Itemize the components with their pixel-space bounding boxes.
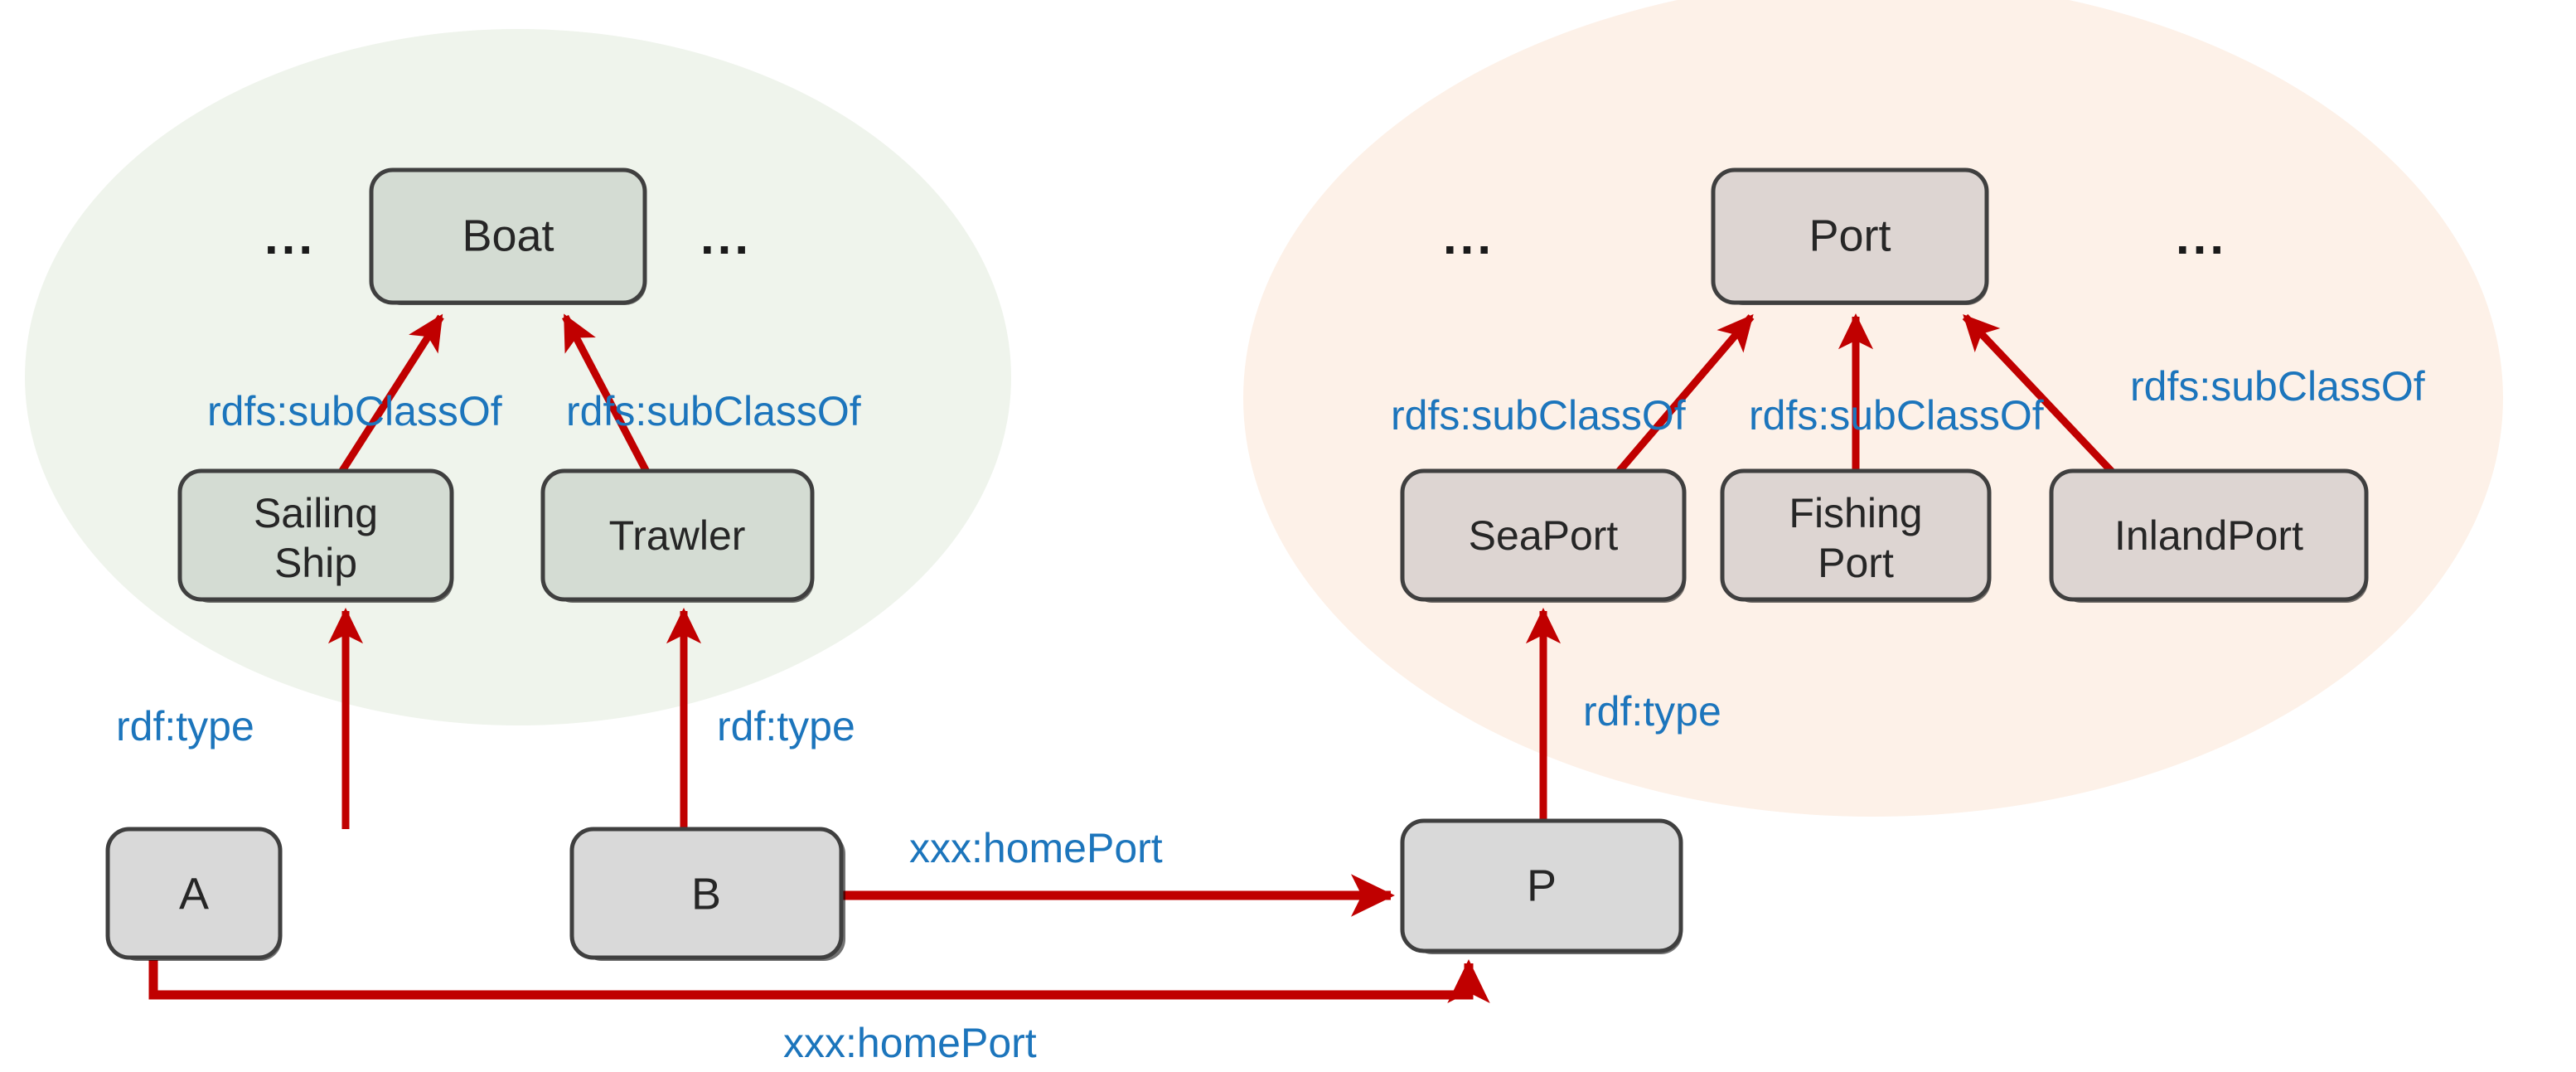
edge-trawler-subclassof-boat <box>562 313 658 490</box>
node-sailing-ship[interactable]: Sailing Ship <box>177 468 454 603</box>
edge-label-subclassof-boat-right: rdfs:subClassOf <box>566 388 861 434</box>
node-inland-port-label: InlandPort <box>2114 512 2303 559</box>
port-left-ellipsis-icon: ... <box>1443 209 1494 264</box>
edge-label-subclassof-port-right: rdfs:subClassOf <box>2130 363 2425 410</box>
node-port-label: Port <box>1809 211 1891 260</box>
node-trawler[interactable]: Trawler <box>540 468 815 603</box>
node-trawler-label: Trawler <box>609 512 746 559</box>
edge-label-homeport-a: xxx:homePort <box>783 1020 1037 1066</box>
node-fishing-port-label-line2: Port <box>1818 540 1894 586</box>
edge-a-homeport-p <box>148 959 1490 1004</box>
edge-label-rdftype-p: rdf:type <box>1583 688 1721 735</box>
edge-sailingship-subclassof-boat <box>328 313 444 490</box>
edge-label-subclassof-port-left: rdfs:subClassOf <box>1391 392 1686 439</box>
edge-label-subclassof-port-mid: rdfs:subClassOf <box>1749 392 2044 439</box>
boat-class-group-ellipse <box>25 29 1011 725</box>
node-instance-b-label: B <box>691 869 721 919</box>
node-sailing-ship-label-line1: Sailing <box>254 490 378 536</box>
boat-right-ellipsis-icon: ... <box>700 209 752 264</box>
edge-label-rdftype-b: rdf:type <box>717 703 855 749</box>
node-seaport-label: SeaPort <box>1469 512 1619 559</box>
edge-label-rdftype-a: rdf:type <box>116 703 254 749</box>
node-instance-a-label: A <box>179 869 209 919</box>
node-instance-a[interactable]: A <box>105 827 283 961</box>
node-instance-p[interactable]: P <box>1400 818 1683 954</box>
node-port[interactable]: Port <box>1711 167 1989 305</box>
node-fishing-port[interactable]: Fishing Port <box>1720 468 1992 603</box>
edge-inlandport-subclassof-port <box>1962 313 2132 492</box>
node-fishing-port-label-line1: Fishing <box>1789 490 1922 536</box>
edge-label-subclassof-boat-left: rdfs:subClassOf <box>207 388 502 434</box>
node-boat[interactable]: Boat <box>369 167 647 305</box>
node-seaport[interactable]: SeaPort <box>1400 468 1687 603</box>
edge-seaport-subclassof-port <box>1600 313 1755 492</box>
node-sailing-ship-label-line2: Ship <box>274 540 357 586</box>
node-boat-label: Boat <box>462 211 554 260</box>
node-instance-b[interactable]: B <box>569 827 845 961</box>
node-inland-port[interactable]: InlandPort <box>2049 468 2369 603</box>
edge-label-homeport-b: xxx:homePort <box>909 825 1163 871</box>
boat-left-ellipsis-icon: ... <box>264 209 316 264</box>
node-instance-p-label: P <box>1527 861 1557 910</box>
port-right-ellipsis-icon: ... <box>2176 209 2227 264</box>
